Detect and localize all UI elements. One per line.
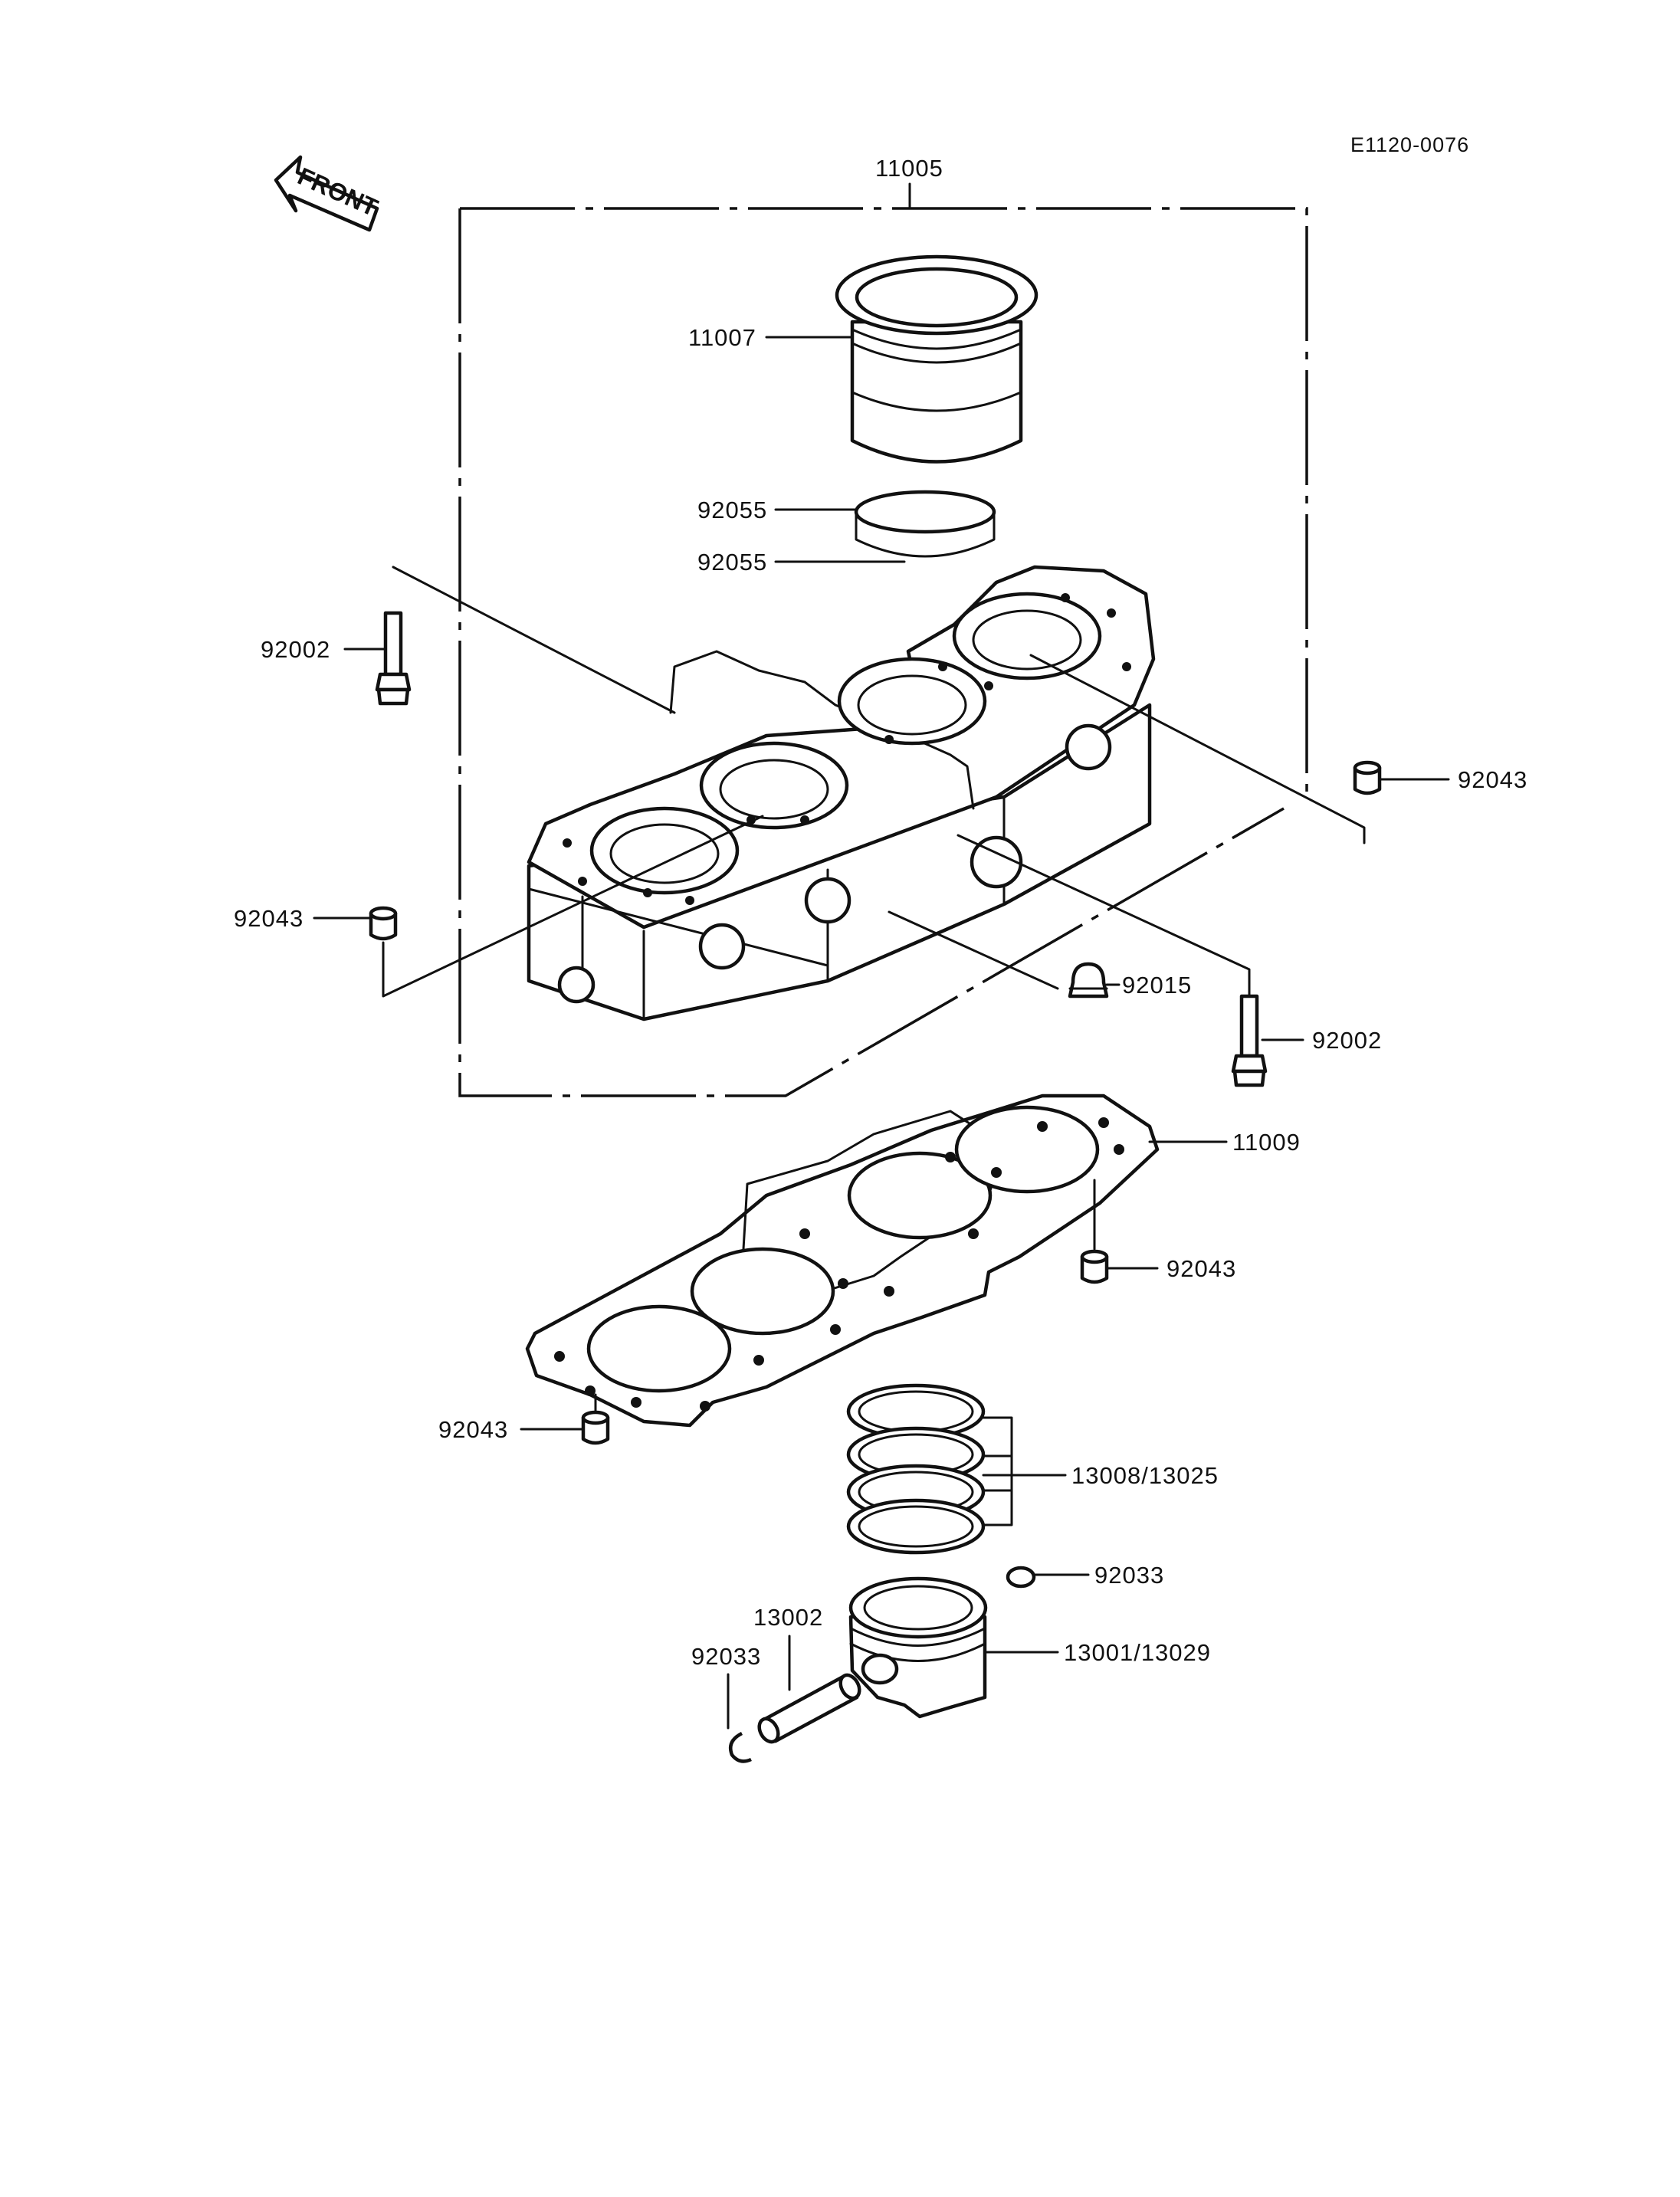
- callout-circlip-left: 92033: [691, 1643, 761, 1670]
- callout-cap: 92015: [1122, 972, 1192, 998]
- cylinder-sleeve: [835, 254, 1039, 464]
- base-gasket: [525, 1094, 1160, 1428]
- cap: [1068, 962, 1109, 998]
- callout-sleeve: 11007: [688, 324, 756, 351]
- callout-circlip-right: 92033: [1094, 1562, 1164, 1589]
- callout-dowel-top-right: 92043: [1458, 766, 1527, 793]
- bolt-left: [375, 611, 412, 706]
- callout-bolt-left: 92002: [261, 636, 330, 663]
- o-rings: [854, 490, 996, 558]
- callout-piston: 13001/13029: [1064, 1639, 1211, 1666]
- callout-base-gasket: 11009: [1232, 1129, 1301, 1156]
- diagram-code: E1120-0076: [1350, 133, 1469, 156]
- circlip-left: [728, 1731, 752, 1763]
- dowel-left: [369, 906, 398, 941]
- callout-bolt-right: 92002: [1312, 1027, 1382, 1054]
- callout-cylinder-assy: 11005: [875, 155, 943, 182]
- piston: [848, 1576, 988, 1719]
- callout-piston-ring-set: 13008/13025: [1071, 1462, 1219, 1489]
- cylinder-assembly-bracket: [458, 182, 1308, 1097]
- dowel-gasket-right: [1080, 1249, 1109, 1284]
- piston-pin: [757, 1673, 861, 1744]
- callout-o-ring-upper: 92055: [697, 497, 767, 523]
- callout-piston-pin: 13002: [753, 1604, 823, 1631]
- front-arrow-icon: FRONT: [274, 155, 382, 232]
- bolt-right: [1231, 994, 1268, 1087]
- callout-o-ring-lower: 92055: [697, 549, 767, 575]
- circlip-right: [1006, 1566, 1036, 1589]
- callout-dowel-left: 92043: [234, 905, 304, 932]
- callout-dowel-gasket-right: 92043: [1166, 1255, 1236, 1282]
- piston-ring-set: [846, 1383, 1013, 1555]
- callout-dowel-gasket-left: 92043: [438, 1416, 508, 1443]
- cylinder-block: [527, 565, 1156, 1021]
- dowel-top-right: [1353, 760, 1382, 795]
- dowel-gasket-left: [581, 1410, 610, 1445]
